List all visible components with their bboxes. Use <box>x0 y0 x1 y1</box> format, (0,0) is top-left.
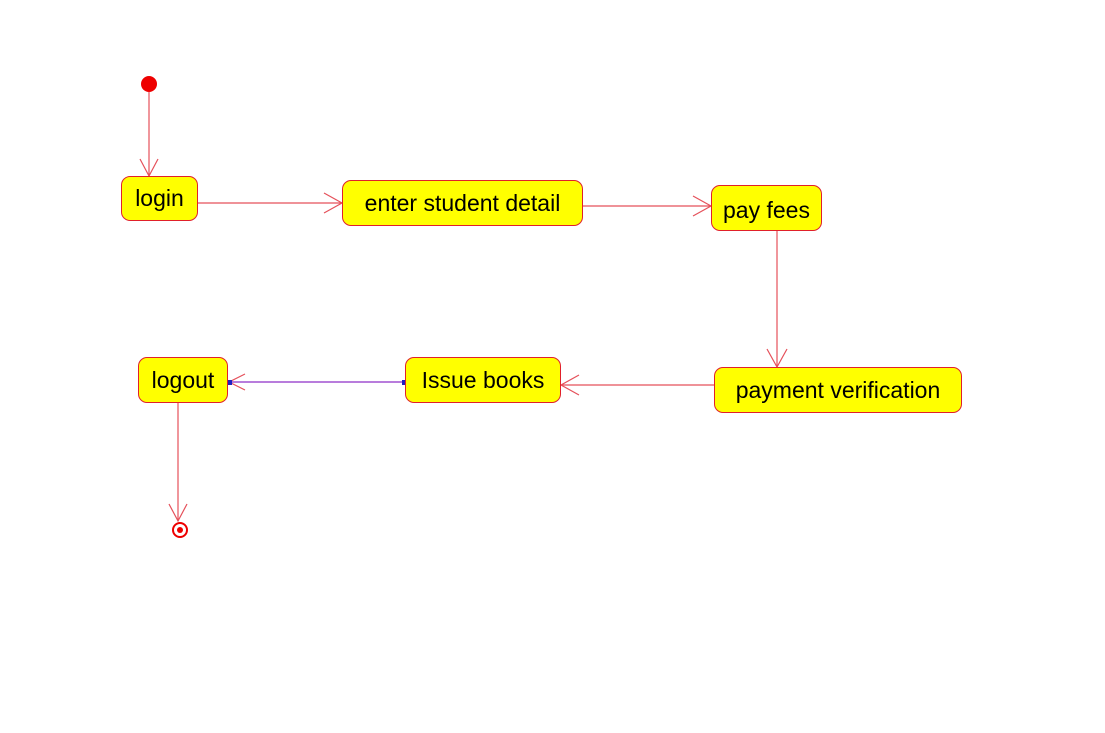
activity-label: payment verification <box>735 376 941 403</box>
transition-start-to-login[interactable] <box>139 92 159 178</box>
transition-logout-to-final[interactable] <box>168 402 188 523</box>
activity-enter-student-detail[interactable]: enter student detail <box>342 180 583 226</box>
transition-pay-fees-to-payment-verification[interactable] <box>766 231 788 369</box>
activity-label: enter student detail <box>364 189 561 216</box>
transition-issue-books-to-logout[interactable] <box>227 373 407 391</box>
activity-label: logout <box>151 366 215 393</box>
edge-handle-end[interactable] <box>227 380 232 385</box>
final-node[interactable] <box>172 522 188 538</box>
transition-login-to-enter-student-detail[interactable] <box>198 192 344 214</box>
activity-logout[interactable]: logout <box>138 357 228 403</box>
activity-pay-fees[interactable]: pay fees <box>711 185 822 231</box>
activity-issue-books[interactable]: Issue books <box>405 357 561 403</box>
activity-label: Issue books <box>421 366 545 393</box>
activity-label: pay fees <box>723 196 810 223</box>
edge-handle-start[interactable] <box>402 380 407 385</box>
activity-label: login <box>135 185 184 211</box>
activity-payment-verification[interactable]: payment verification <box>714 367 962 413</box>
transition-enter-student-detail-to-pay-fees[interactable] <box>583 195 713 217</box>
transition-payment-verification-to-issue-books[interactable] <box>559 374 714 396</box>
activity-login[interactable]: login <box>121 176 198 221</box>
initial-node[interactable] <box>141 76 157 92</box>
